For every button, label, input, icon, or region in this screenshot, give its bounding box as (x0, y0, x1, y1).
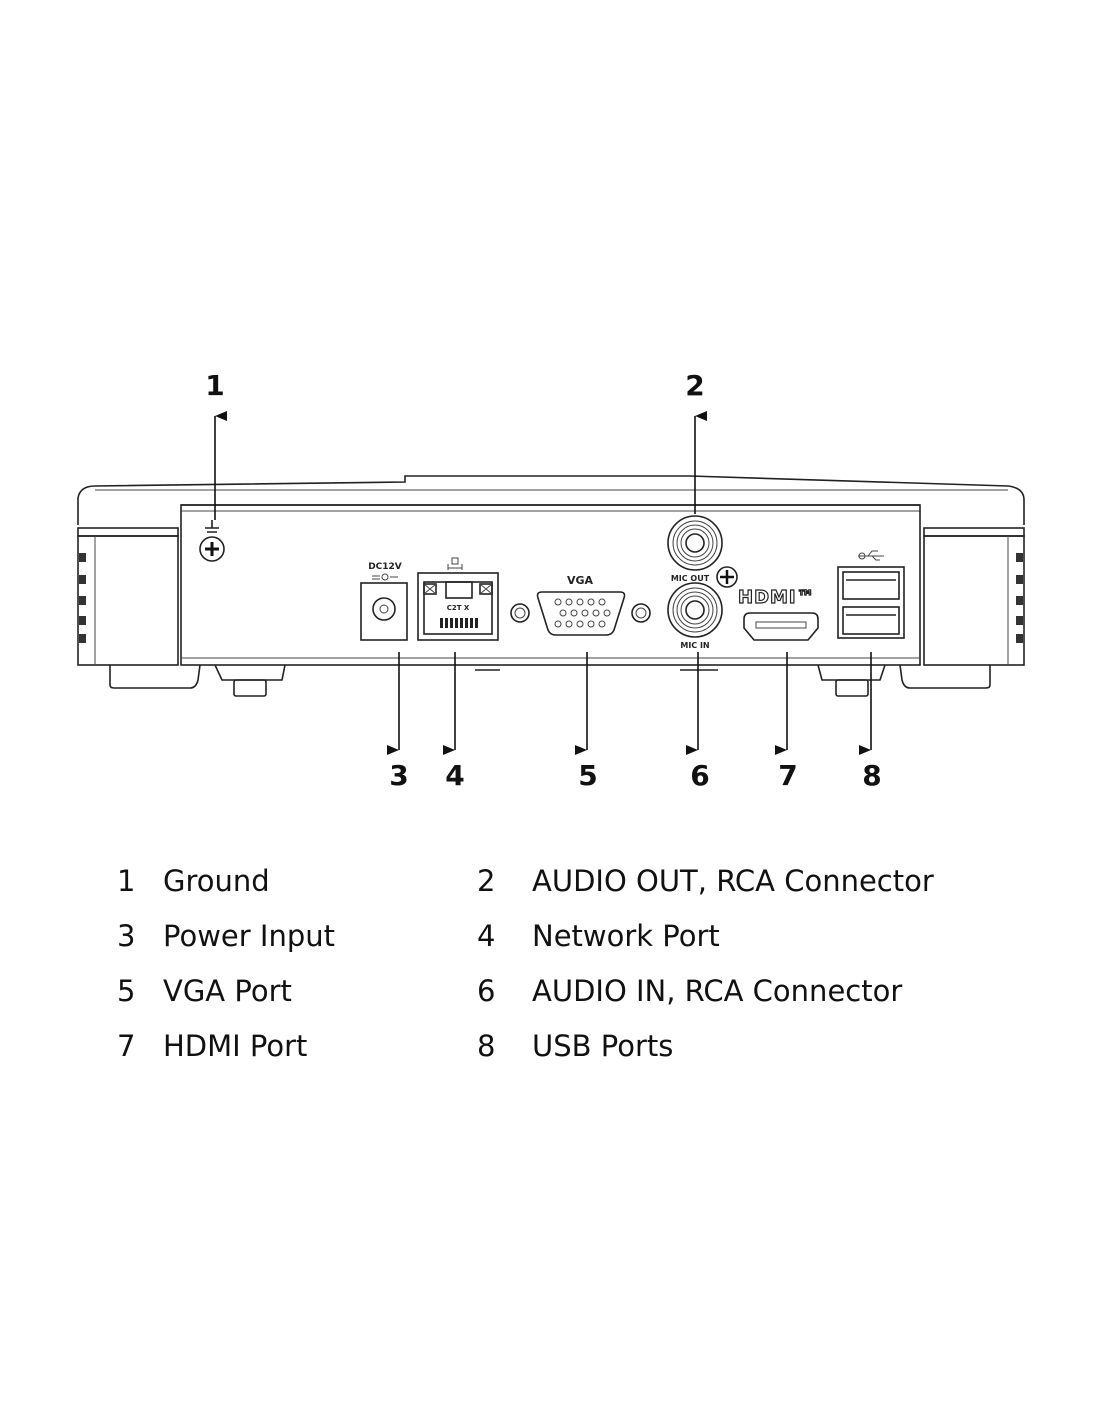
usb-ports (837, 550, 905, 639)
dc-label: DC12V (368, 562, 402, 572)
callout-4: 4 (445, 759, 464, 792)
hdmi-logo: HDMI™ (738, 587, 816, 608)
audio-out-rca: MIC OUT (667, 515, 738, 588)
legend-label: Network Port (532, 919, 720, 953)
legend-label: AUDIO IN, RCA Connector (532, 974, 903, 1008)
callout-3: 3 (389, 759, 408, 792)
device-rear-panel-diagram: DC12V C2T X VGA MIC OUT (77, 369, 1025, 792)
callout-arrows (214, 411, 872, 755)
legend-number: 8 (477, 1029, 496, 1063)
callout-5: 5 (578, 759, 597, 792)
mic-in-label: MIC IN (680, 641, 709, 650)
rj45-label: C2T X (447, 604, 470, 612)
legend-label: AUDIO OUT, RCA Connector (532, 864, 934, 898)
legend-label: Ground (163, 864, 270, 898)
legend-number: 7 (117, 1029, 136, 1063)
legend-number: 2 (477, 864, 496, 898)
hdmi-port: HDMI™ (737, 586, 819, 641)
callout-7: 7 (778, 759, 797, 792)
network-port: C2T X (417, 557, 499, 641)
audio-in-rca: MIC IN (667, 582, 723, 650)
vga-port: VGA (510, 574, 651, 636)
callout-numbers: 1 2 3 4 5 6 7 8 (205, 369, 881, 792)
power-input-jack: DC12V (360, 562, 408, 641)
callout-6: 6 (690, 759, 709, 792)
callout-2: 2 (685, 369, 704, 402)
vga-label: VGA (567, 574, 594, 587)
ground-screw-icon (199, 520, 225, 562)
legend-number: 5 (117, 974, 136, 1008)
callout-8: 8 (862, 759, 881, 792)
legend-label: HDMI Port (163, 1029, 308, 1063)
chassis (77, 475, 1025, 697)
legend-number: 1 (117, 864, 136, 898)
legend-label: USB Ports (532, 1029, 674, 1063)
legend-number: 6 (477, 974, 496, 1008)
legend-number: 4 (477, 919, 496, 953)
mic-out-label: MIC OUT (671, 574, 710, 583)
legend-label: VGA Port (163, 974, 292, 1008)
legend-label: Power Input (163, 919, 335, 953)
legend-number: 3 (117, 919, 136, 953)
callout-1: 1 (205, 369, 224, 402)
